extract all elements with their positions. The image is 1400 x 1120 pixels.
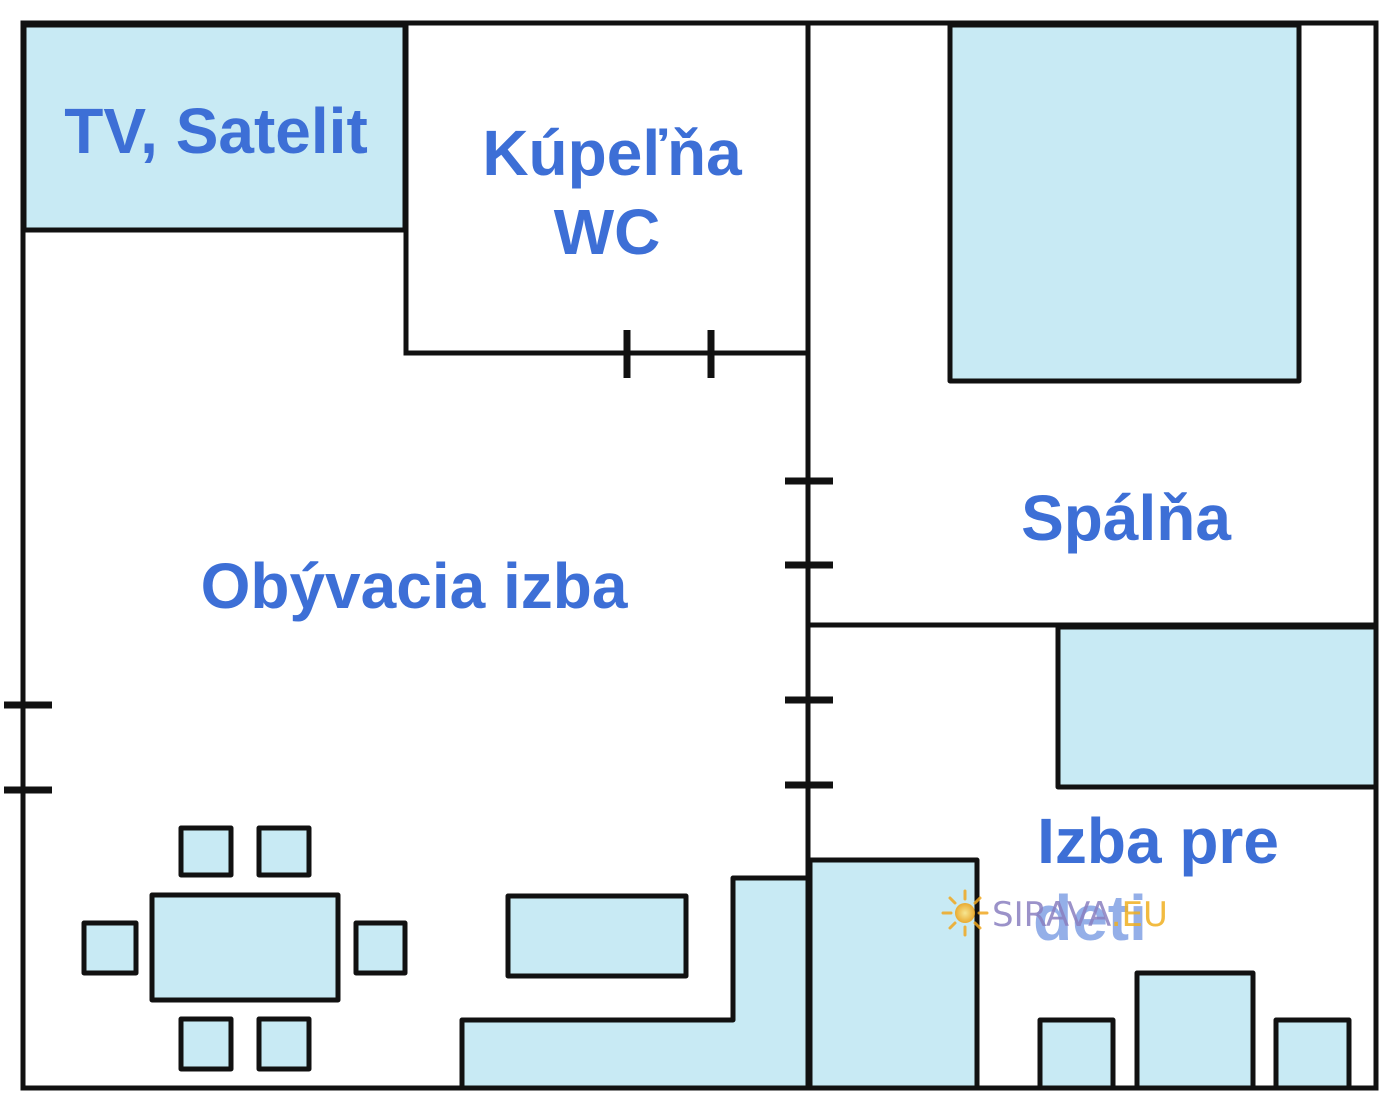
watermark-domain: .EU [1111, 895, 1168, 935]
dining-table [149, 892, 341, 1003]
watermark-text: SIRAVA [992, 895, 1111, 935]
chair-bottom-right [256, 1016, 312, 1072]
room-label-bedroom: Spálňa [1021, 482, 1231, 554]
kids-cabinet-left [1037, 1017, 1116, 1091]
chair-left [81, 920, 139, 976]
chair-bottom-left [178, 1016, 234, 1072]
room-label-kids-room: Izba pre [1037, 805, 1279, 877]
double-bed [947, 22, 1302, 384]
room-label-bathroom: Kúpeľňa [482, 117, 742, 189]
outer-wall [20, 20, 1379, 1091]
room-label-living-room: Obývacia izba [201, 550, 628, 622]
coffee-table [505, 893, 689, 979]
room-label-tv-satellite: TV, Satelit [64, 95, 368, 167]
kids-desk [1134, 970, 1256, 1091]
wardrobe [807, 857, 980, 1091]
svg-text:SIRAVA.EU: SIRAVA.EU [992, 895, 1168, 935]
chair-top-right [256, 825, 312, 878]
tv-satellite-unit [21, 22, 408, 233]
room-label-bathroom-wc: WC [554, 196, 661, 268]
room-label-kids-room-line2: deti [1033, 882, 1147, 954]
kids-bed [1055, 624, 1379, 790]
sun-icon [941, 889, 989, 937]
chair-right [353, 920, 408, 976]
kids-cabinet-right [1273, 1017, 1352, 1091]
chair-top-left [178, 825, 234, 878]
